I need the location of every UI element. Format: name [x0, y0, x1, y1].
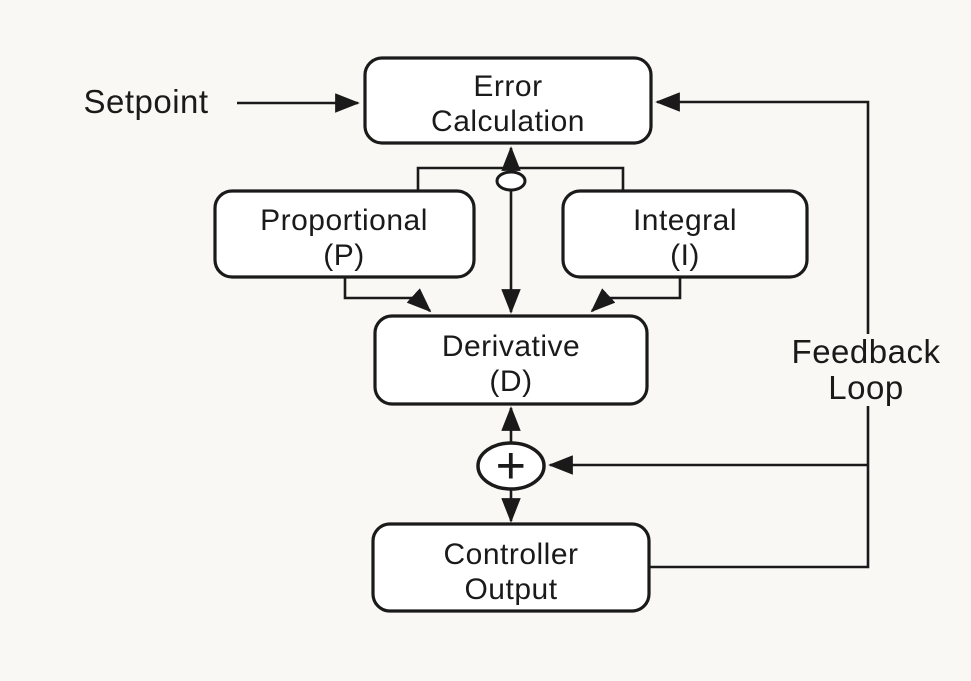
blocks	[213, 56, 809, 613]
controller-output-box	[371, 522, 651, 613]
proportional-box	[213, 189, 476, 279]
derivative-label: Derivative	[442, 330, 580, 363]
integral-label: (I)	[670, 239, 700, 272]
integral-label: Integral	[633, 204, 737, 237]
controller-output-label: Controller	[443, 538, 578, 571]
connectors	[237, 92, 870, 569]
feedback-loop-label: Feedback	[792, 333, 941, 370]
derivative-box	[373, 314, 649, 406]
error-calculation-label: Calculation	[431, 105, 585, 138]
integral-box	[561, 189, 809, 279]
error-calculation-label: Error	[473, 70, 542, 103]
integral-out-arrow	[590, 277, 682, 313]
setpoint-label: Setpoint	[83, 83, 208, 120]
feedback-line-lower	[649, 406, 870, 569]
feedback-loop-label: Loop	[828, 369, 903, 406]
error-calculation-box	[363, 56, 653, 145]
controller-output-label: Output	[464, 573, 557, 606]
proportional-label: (P)	[323, 239, 365, 272]
plus-symbol: +	[496, 437, 527, 495]
derivative-label: (D)	[489, 365, 532, 398]
summing-junction-icon	[476, 441, 546, 491]
diagram-labels: Setpoint Error Calculation Proportional …	[83, 70, 940, 606]
feedback-arrow-to-error	[655, 92, 870, 334]
proportional-out-arrow	[343, 277, 432, 313]
branch-line	[416, 166, 625, 192]
branch-node-icon	[495, 170, 527, 192]
proportional-label: Proportional	[260, 204, 428, 237]
